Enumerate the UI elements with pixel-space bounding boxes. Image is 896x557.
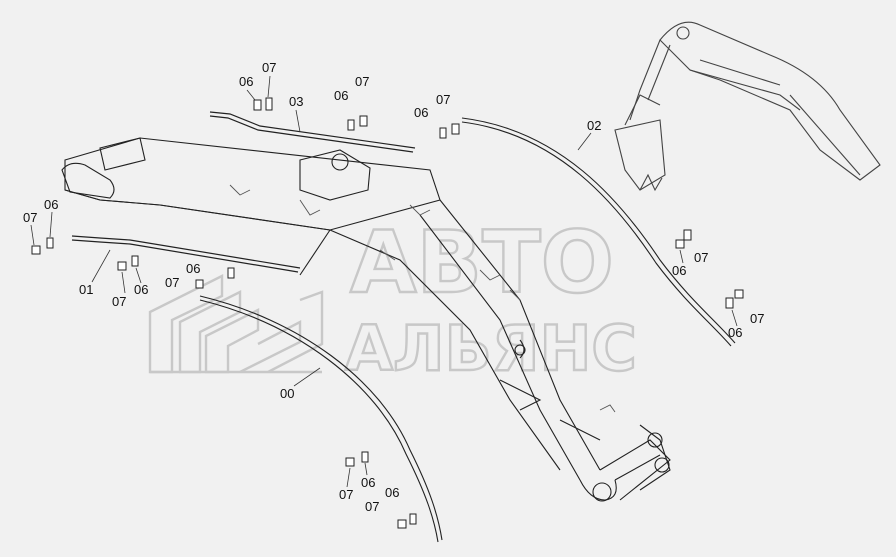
pipe-03: [209, 111, 416, 153]
callout-06: 06: [385, 485, 399, 500]
bolt-icon: [439, 127, 447, 139]
callout-07: 07: [750, 311, 764, 326]
watermark-line2: АЛЬЯНС: [345, 312, 637, 385]
bolt-icon: [253, 99, 262, 111]
bolt-icon: [397, 519, 407, 529]
callout-06: 06: [134, 282, 148, 297]
callout-07: 07: [165, 275, 179, 290]
callout-07: 07: [112, 294, 126, 309]
washer-icon: [131, 255, 139, 267]
bolt-icon: [359, 115, 368, 127]
callout-06: 06: [186, 261, 200, 276]
fittings: [31, 97, 744, 529]
bolt-icon: [734, 289, 744, 299]
callout-07: 07: [339, 487, 353, 502]
bolt-icon: [31, 245, 41, 255]
callout-06: 06: [672, 263, 686, 278]
pipe-01: [71, 235, 301, 273]
callout-06: 06: [44, 197, 58, 212]
watermark-logo-emblem: [148, 274, 324, 374]
washer-icon: [409, 513, 417, 525]
leader-lines: [30, 75, 738, 488]
bolt-icon: [117, 261, 127, 271]
washer-icon: [683, 229, 692, 241]
bolt-icon: [347, 119, 355, 131]
washer-icon: [227, 267, 235, 279]
bolt-icon: [195, 279, 204, 289]
callout-02: 02: [587, 118, 601, 133]
callout-03: 03: [289, 94, 303, 109]
callout-07: 07: [23, 210, 37, 225]
bolt-icon: [345, 457, 355, 467]
callout-06: 06: [728, 325, 742, 340]
washer-icon: [725, 297, 734, 309]
callout-06: 06: [334, 88, 348, 103]
callout-00: 00: [280, 386, 294, 401]
hose-00: [199, 295, 443, 543]
callout-07: 07: [262, 60, 276, 75]
callout-07: 07: [365, 499, 379, 514]
washer-icon: [46, 237, 54, 249]
callout-06: 06: [361, 475, 375, 490]
bolt-icon: [675, 239, 685, 249]
callout-01: 01: [79, 282, 93, 297]
callout-06: 06: [414, 105, 428, 120]
bolt-icon: [451, 123, 460, 135]
boom-bracket-details: [229, 184, 616, 413]
washer-icon: [265, 97, 273, 111]
washer-icon: [361, 451, 369, 463]
callout-07: 07: [355, 74, 369, 89]
watermark-line1: АВТО: [350, 213, 614, 313]
callout-07: 07: [436, 92, 450, 107]
excavator-arm-inset: [614, 21, 881, 192]
callout-06: 06: [239, 74, 253, 89]
hose-02: [461, 117, 736, 347]
callout-07: 07: [694, 250, 708, 265]
boom-body: [61, 137, 671, 502]
